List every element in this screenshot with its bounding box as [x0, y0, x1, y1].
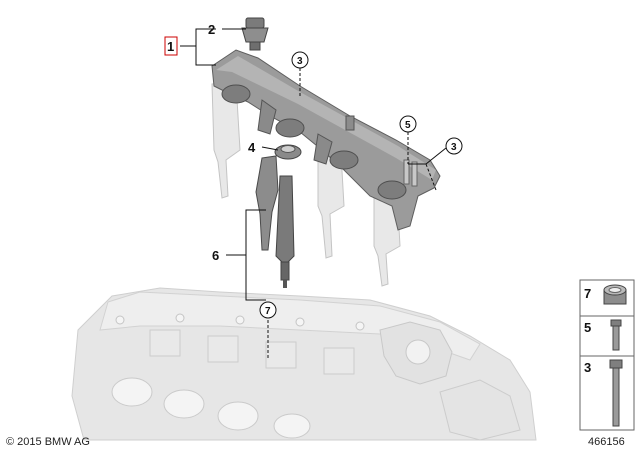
- callout-4: 4: [248, 140, 256, 155]
- legend-number-7: 7: [584, 286, 591, 301]
- callouts: 1 2 3 5 3 4 6 7: [164, 22, 463, 319]
- callout-5: 5: [405, 120, 411, 131]
- legend-number-3: 3: [584, 360, 591, 375]
- leader-lines: [180, 28, 447, 360]
- callout-7: 7: [265, 306, 271, 317]
- callout-6: 6: [212, 248, 219, 263]
- injector: [255, 155, 295, 288]
- callout-1: 1: [167, 39, 174, 54]
- sealing-ring: [274, 144, 302, 160]
- sealing-ring-icon: [603, 284, 627, 305]
- callout-2: 2: [208, 22, 215, 37]
- drawing-number: 466156: [588, 436, 625, 448]
- short-screw-icon: [610, 319, 622, 351]
- long-bolt-icon: [609, 359, 623, 427]
- callout-1-highlight-box: [164, 36, 178, 56]
- pressure-sensor: [241, 17, 269, 51]
- callout-3-right: 3: [451, 142, 457, 153]
- cylinder-head: [71, 287, 537, 441]
- copyright-notice: © 2015 BMW AG: [6, 436, 90, 448]
- callout-3-top: 3: [297, 56, 303, 67]
- parts-legend: 7 5 3: [579, 279, 635, 431]
- legend-number-5: 5: [584, 320, 591, 335]
- fuel-rail: [211, 49, 441, 231]
